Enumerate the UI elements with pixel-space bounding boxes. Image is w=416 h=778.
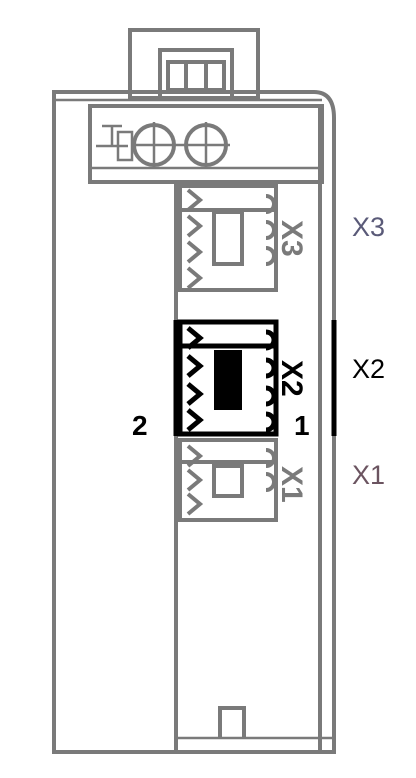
top-mounting-bracket xyxy=(128,28,260,100)
connector-x1-mark: X1 xyxy=(275,466,308,503)
label-x2: X2 xyxy=(352,354,386,384)
label-x3: X3 xyxy=(352,212,386,242)
bottom-latch xyxy=(218,706,282,754)
housing-outline xyxy=(52,90,336,754)
connector-x3: X3 xyxy=(178,184,308,292)
label-x1: X1 xyxy=(352,460,386,490)
pin-label-left: 2 xyxy=(132,410,148,441)
connector-x1: X1 xyxy=(178,438,308,522)
connector-x2: X2 xyxy=(173,319,337,437)
connector-x3-mark: X3 xyxy=(275,220,308,257)
connector-x2-mark: X2 xyxy=(275,360,308,397)
pin-label-right: 1 xyxy=(294,410,310,441)
